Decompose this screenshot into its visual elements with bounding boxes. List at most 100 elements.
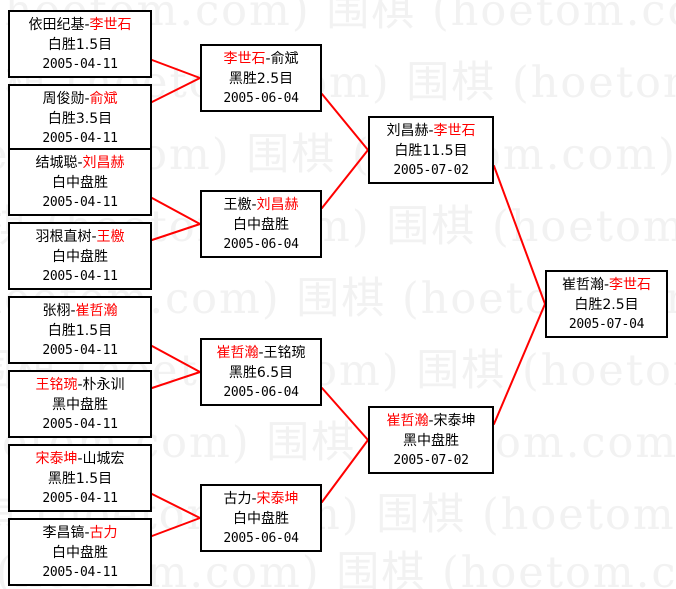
match-result: 白胜3.5目	[47, 111, 113, 127]
player-separator: -	[428, 413, 434, 429]
connector-line	[321, 439, 369, 503]
player-left: 依田纪基	[28, 17, 85, 33]
match-players: 李世石-俞斌	[202, 49, 320, 69]
connector-line	[321, 149, 369, 209]
player-left: 王檄	[223, 197, 252, 213]
match-date: 2005-04-11	[42, 565, 118, 580]
player-left: 羽根直树	[35, 229, 92, 245]
player-right: 俞斌	[270, 51, 299, 67]
match-players: 崔哲瀚-王铭琬	[202, 343, 320, 363]
match-box[interactable]: 刘昌赫-李世石白胜11.5目 2005-07-02	[368, 116, 494, 184]
match-players: 结城聪-刘昌赫	[10, 153, 150, 173]
player-left: 张栩	[42, 303, 71, 319]
match-date: 2005-04-11	[42, 417, 118, 432]
match-date: 2005-06-04	[223, 91, 299, 106]
match-box[interactable]: 李世石-俞斌黑胜2.5目 2005-06-04	[200, 44, 322, 112]
player-left: 结城聪	[35, 155, 78, 171]
player-right: 刘昌赫	[256, 197, 299, 213]
connector-line	[493, 303, 546, 425]
match-date: 2005-06-04	[223, 531, 299, 546]
player-separator: -	[265, 51, 271, 67]
player-separator: -	[91, 229, 97, 245]
match-players: 崔哲瀚-李世石	[547, 275, 666, 295]
match-date: 2005-07-02	[393, 163, 469, 178]
match-date: 2005-04-11	[42, 343, 118, 358]
match-players: 王铭琬-朴永训	[10, 375, 150, 395]
match-date: 2005-06-04	[223, 237, 299, 252]
match-players: 羽根直树-王檄	[10, 227, 150, 247]
match-result: 黑中盘胜	[52, 397, 108, 413]
match-box[interactable]: 崔哲瀚-宋泰坤黑中盘胜 2005-07-02	[368, 406, 494, 474]
player-separator: -	[77, 377, 83, 393]
connector-line	[321, 387, 369, 441]
player-separator: -	[84, 525, 90, 541]
match-result: 白中盘胜	[52, 175, 108, 191]
player-right: 李世石	[609, 277, 652, 293]
match-result: 白中盘胜	[233, 217, 289, 233]
match-players: 崔哲瀚-宋泰坤	[370, 411, 492, 431]
match-box[interactable]: 李昌镐-古力白中盘胜 2005-04-11	[8, 518, 152, 586]
match-date: 2005-04-11	[42, 491, 118, 506]
player-right: 俞斌	[89, 91, 118, 107]
player-left: 李世石	[223, 51, 266, 67]
player-right: 崔哲瀚	[75, 303, 118, 319]
match-result: 黑胜6.5目	[228, 365, 294, 381]
match-date: 2005-04-11	[42, 57, 118, 72]
connector-line	[151, 345, 201, 373]
match-result: 白胜11.5目	[394, 143, 468, 159]
connector-line	[151, 371, 201, 389]
match-box[interactable]: 依田纪基-李世石白胜1.5目 2005-04-11	[8, 10, 152, 78]
player-right: 山城宏	[82, 451, 125, 467]
match-date: 2005-07-04	[568, 317, 645, 332]
match-date: 2005-04-11	[42, 131, 118, 146]
player-separator: -	[84, 17, 90, 33]
connector-line	[151, 59, 201, 79]
match-players: 李昌镐-古力	[10, 523, 150, 543]
player-right: 朴永训	[82, 377, 125, 393]
connector-line	[151, 517, 201, 537]
player-separator: -	[258, 345, 264, 361]
match-result: 白中盘胜	[52, 545, 108, 561]
player-separator: -	[77, 155, 83, 171]
match-box[interactable]: 结城聪-刘昌赫白中盘胜 2005-04-11	[8, 148, 152, 216]
player-right: 王铭琬	[263, 345, 306, 361]
player-right: 古力	[89, 525, 118, 541]
player-separator: -	[70, 303, 76, 319]
player-separator: -	[603, 277, 610, 293]
match-players: 依田纪基-李世石	[10, 15, 150, 35]
match-box[interactable]: 王檄-刘昌赫白中盘胜 2005-06-04	[200, 190, 322, 258]
connector-line	[151, 223, 201, 241]
match-players: 古力-宋泰坤	[202, 489, 320, 509]
player-right: 刘昌赫	[82, 155, 125, 171]
player-separator: -	[428, 123, 434, 139]
match-result: 白胜1.5目	[47, 37, 113, 53]
connector-line	[151, 493, 201, 519]
player-left: 李昌镐	[42, 525, 85, 541]
match-players: 宋泰坤-山城宏	[10, 449, 150, 469]
match-date: 2005-04-11	[42, 269, 118, 284]
player-left: 崔哲瀚	[216, 345, 259, 361]
player-left: 崔哲瀚	[561, 277, 604, 293]
match-players: 刘昌赫-李世石	[370, 121, 492, 141]
match-result: 白胜2.5目	[574, 297, 639, 313]
match-result: 黑胜2.5目	[228, 71, 294, 87]
match-date: 2005-04-11	[42, 195, 118, 210]
match-box[interactable]: 崔哲瀚-李世石白胜2.5目 2005-07-04	[545, 270, 668, 338]
match-result: 黑中盘胜	[403, 433, 459, 449]
player-separator: -	[251, 197, 257, 213]
player-right: 宋泰坤	[433, 413, 476, 429]
match-date: 2005-07-02	[393, 453, 469, 468]
player-separator: -	[84, 91, 90, 107]
player-left: 宋泰坤	[35, 451, 78, 467]
connector-line	[493, 165, 546, 305]
match-box[interactable]: 王铭琬-朴永训黑中盘胜 2005-04-11	[8, 370, 152, 438]
player-left: 刘昌赫	[386, 123, 429, 139]
player-right: 宋泰坤	[256, 491, 299, 507]
